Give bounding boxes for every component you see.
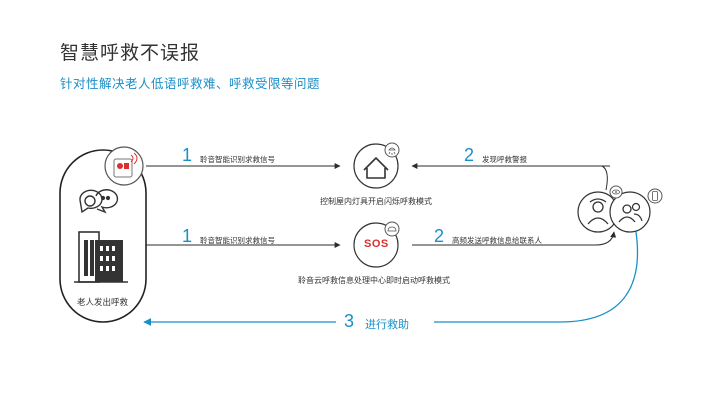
helpers-node <box>577 185 663 233</box>
house-icon <box>363 157 389 179</box>
bottom-step2-number: 2 <box>434 226 445 246</box>
return-step-label: 进行救助 <box>365 318 409 331</box>
lamp-icon <box>388 147 396 155</box>
page-title: 智慧呼救不误报 <box>60 42 201 64</box>
elderly-capsule <box>59 149 147 323</box>
bottom-step1-label: 聆音智能识别求救信号 <box>200 236 275 245</box>
helper-doctor-icon <box>587 198 609 225</box>
building-icon <box>74 231 128 283</box>
sos-node <box>353 221 400 268</box>
top-step1-number: 1 <box>182 145 193 165</box>
return-step-number: 3 <box>344 311 355 331</box>
top-step1-label: 聆音智能识别求救信号 <box>200 155 275 164</box>
sos-caption: 聆音云呼救信息处理中心即时启动呼救模式 <box>298 276 450 285</box>
smart-device-icon <box>104 146 144 186</box>
cloud-icon <box>387 226 397 232</box>
eye-icon <box>612 189 620 195</box>
connector-top-right <box>601 165 608 191</box>
return-arrow <box>434 231 639 323</box>
top-step2-label: 发现呼救警报 <box>482 155 527 164</box>
page-subtitle: 针对性解决老人低语呼救难、呼救受限等问题 <box>60 76 321 91</box>
sos-label: SOS <box>364 238 389 250</box>
house-caption: 控制屋内灯具开启闪烁呼救模式 <box>320 197 432 206</box>
bottom-step2-label: 高频发送呼救信息给联系人 <box>452 236 542 245</box>
speech-bubble-icon <box>79 189 119 214</box>
elderly-caption: 老人发出呼救 <box>77 298 129 308</box>
house-node <box>353 142 400 189</box>
bottom-step1-number: 1 <box>182 226 193 246</box>
top-step2-number: 2 <box>464 145 475 165</box>
contacts-icon <box>618 202 643 223</box>
arrow-bottom-step2 <box>412 231 617 246</box>
phone-icon <box>652 191 658 201</box>
